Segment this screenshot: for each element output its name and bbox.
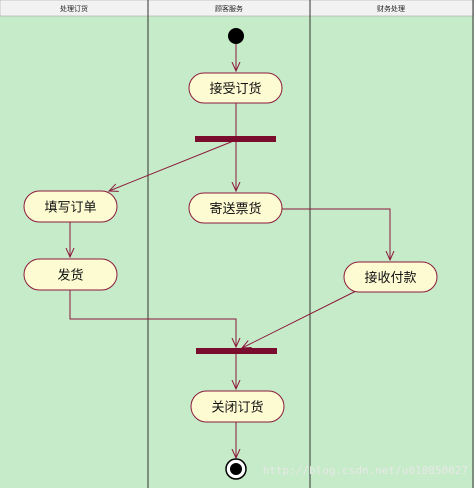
action-ship-label: 发货 — [57, 268, 83, 284]
action-accept-order-label: 接受订货 — [209, 81, 261, 97]
action-send-invoice: 寄送票货 — [188, 192, 283, 224]
edge-ship-join — [69, 290, 236, 347]
swimlane-header-bar — [0, 0, 474, 17]
action-ship: 发货 — [23, 258, 118, 291]
end-node — [225, 458, 247, 480]
swimlane-title-order: 处理订货 — [60, 4, 88, 13]
action-fill-order: 填写订单 — [23, 190, 118, 223]
action-accept-order: 接受订货 — [188, 72, 283, 104]
action-receive-payment-label: 接收付款 — [364, 270, 416, 286]
join-bar — [196, 348, 277, 354]
watermark-text: http://blog.csdn.net/u010850027 — [263, 464, 468, 477]
action-close-order: 关闭订货 — [190, 390, 285, 423]
edge-send-pay — [280, 208, 390, 260]
edges — [70, 44, 390, 458]
start-node — [228, 28, 244, 44]
action-fill-order-label: 填写订单 — [44, 201, 96, 216]
action-close-order-label: 关闭订货 — [211, 400, 263, 416]
action-receive-payment: 接收付款 — [343, 261, 438, 293]
swimlane-title-customer: 顾客服务 — [215, 4, 243, 13]
swimlane-title-finance: 财务处理 — [377, 4, 405, 13]
edge-fork-fill — [109, 139, 237, 191]
edge-pay-join — [242, 290, 357, 348]
action-send-invoice-label: 寄送票货 — [209, 201, 261, 217]
fork-bar — [195, 136, 276, 142]
